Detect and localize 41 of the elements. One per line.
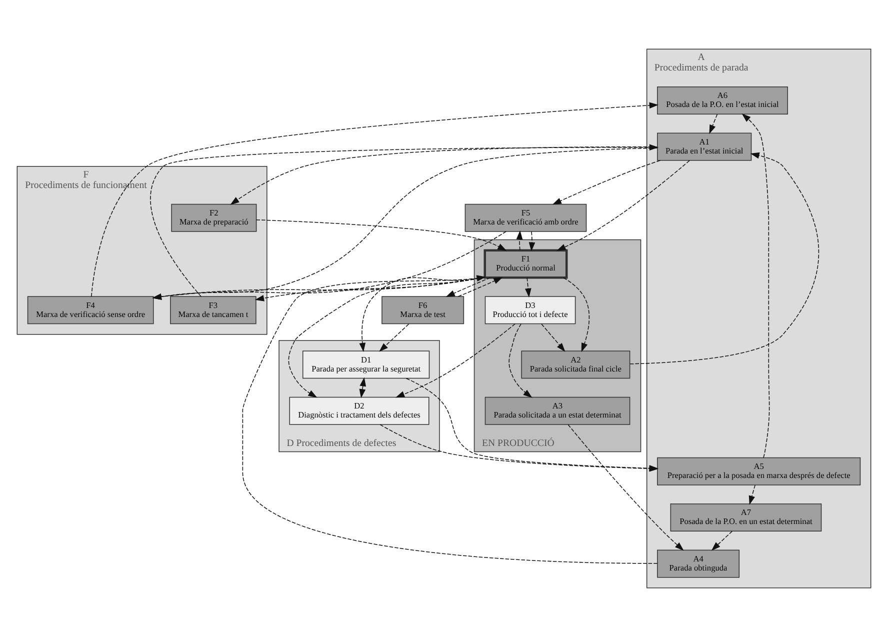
arrow <box>711 530 733 550</box>
arrow <box>630 152 820 364</box>
arrow <box>395 322 516 398</box>
node-box: F2 Marxa de preparació <box>171 203 257 232</box>
node-box: A6 Posada de la P.O. en l’estat inicial <box>657 86 788 114</box>
node-box: F4 Marxa de verificació sense ordre <box>27 296 154 324</box>
arrow <box>748 484 756 504</box>
arrow <box>563 276 590 352</box>
node-box: D1 Parada per assegurar la seguretat <box>302 350 430 378</box>
node-box: A2 Parada solicitada final cicle <box>521 350 630 378</box>
node-box: A1 Parada en l’estat inicial <box>657 132 752 160</box>
arrow <box>359 376 366 398</box>
arrow <box>406 377 658 471</box>
arrow <box>556 160 690 250</box>
node-box: A4 Parada obtinguda <box>657 549 740 578</box>
node-box: D3 Producció tot i defecte <box>484 296 576 324</box>
node-box: F5 Marxa de verificació amb ordre <box>464 203 587 232</box>
node-box: F3 Marxa de tancamen t <box>170 296 256 324</box>
arrow <box>516 230 523 250</box>
arrow <box>152 230 507 300</box>
arrow <box>458 276 503 296</box>
arrow <box>508 322 532 398</box>
arrow <box>230 146 658 204</box>
arrow <box>552 160 661 204</box>
node-box: A3 Parada solicitada a un estat determinat <box>484 396 630 424</box>
arrow <box>446 276 491 296</box>
node-box: F6 Marxa de test <box>382 296 464 324</box>
node-box: D2 Diagnòstic i tractament dels defectes <box>289 396 430 424</box>
arrow <box>528 230 536 251</box>
arrow <box>380 424 658 472</box>
arrow <box>742 112 770 458</box>
node-box: A5 Preparació per a la posada en marxa després de defecte <box>657 456 861 485</box>
node-box: F1 Producció normal <box>484 248 568 278</box>
arrow <box>541 323 566 352</box>
arrow <box>709 113 718 134</box>
arrow <box>256 218 507 250</box>
arrow <box>524 276 532 298</box>
arrow <box>568 424 684 550</box>
arrow <box>91 102 658 296</box>
node-box: A7 Posada de la P.O. en un estat determinat <box>670 503 822 532</box>
arrow <box>379 323 410 352</box>
